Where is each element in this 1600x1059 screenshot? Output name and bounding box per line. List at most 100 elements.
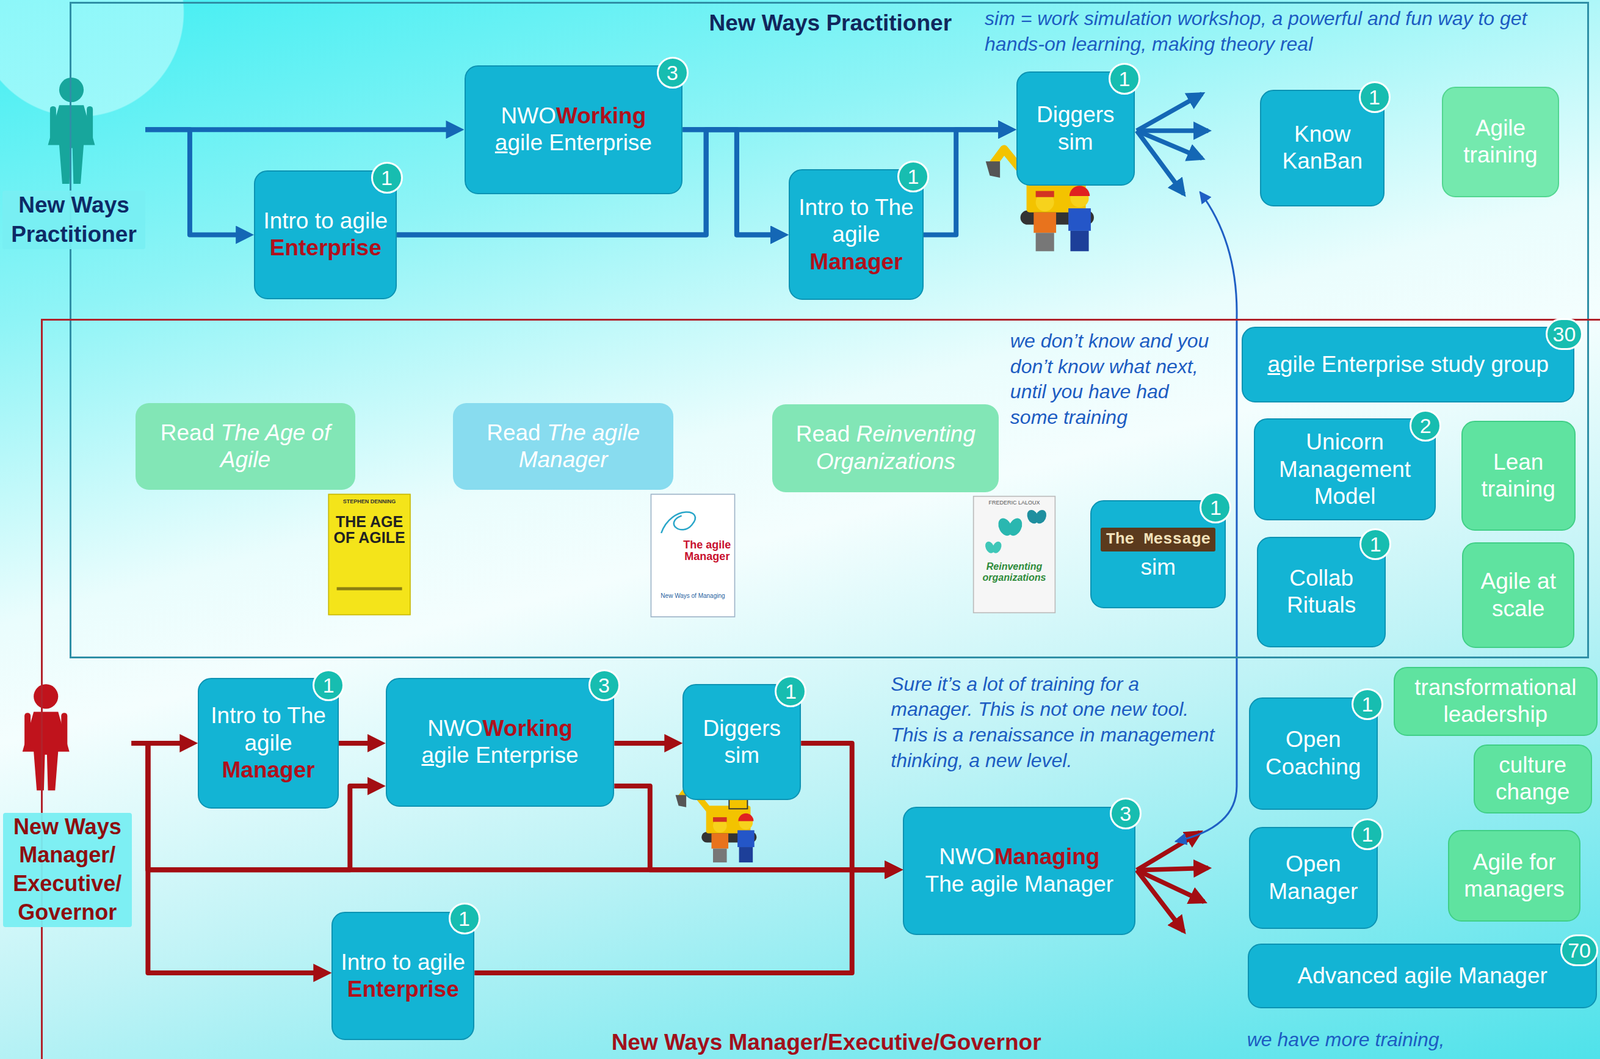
handwritten-note: sim = work simulation workshop, a powerf… [984, 6, 1536, 57]
box-label: sim [1140, 553, 1176, 581]
box-label: agile Enterprise [421, 741, 579, 769]
training-box: Lean training [1461, 420, 1576, 532]
box-label: Intro to agile [263, 207, 388, 235]
flow-arrow [800, 742, 897, 870]
box-label: Read [160, 419, 215, 447]
box-label: Enterprise [347, 975, 460, 1003]
handwritten-note: we have more training, [1247, 1026, 1585, 1053]
box-label: Read [796, 420, 850, 448]
box-label: Manager [222, 756, 315, 784]
text-row: ReadThe agile Manager [460, 419, 666, 474]
reading-box: ReadReinventing Organizations [772, 404, 999, 493]
box-label: Enterprise [269, 234, 382, 262]
box-label: The Message [1100, 527, 1216, 552]
book-author: STEPHEN DENNING [330, 498, 409, 505]
text-row: NWOWorking [501, 102, 647, 130]
callout-number: 70 [1560, 933, 1599, 966]
box-label: Intro to The agile [797, 194, 915, 249]
text-row: NWOWorking [427, 714, 573, 742]
process-box: Unicorn Management Model [1253, 418, 1436, 521]
box-label: Lean training [1470, 448, 1567, 504]
box-label: New Ways Manager/ Executive/ Governor [3, 812, 132, 927]
training-box: Agile for managers [1447, 829, 1581, 922]
text-row: NWOManaging [938, 843, 1100, 870]
training-box: Agile at scale [1462, 542, 1575, 649]
box-label: NWO [501, 103, 557, 129]
process-box: Intro to agileEnterprise [253, 170, 397, 300]
training-box: culture change [1473, 744, 1593, 814]
book-cover [328, 493, 411, 615]
flow-arrow [474, 869, 897, 973]
callout-number: 1 [448, 902, 481, 934]
box-label: NWO [938, 843, 994, 869]
box-label: agile Enterprise [495, 129, 652, 157]
box-label: Diggers sim [691, 714, 792, 770]
handwritten-note: Sure it’s a lot of training for a manage… [890, 671, 1223, 773]
person-icon [48, 77, 96, 184]
callout-number: 1 [1108, 62, 1141, 95]
flow-arrow [131, 742, 326, 973]
flow-arrow [145, 129, 248, 235]
box-label: Agile training [1451, 114, 1550, 170]
actor: New Ways Manager/ Executive/ Governor [3, 685, 132, 927]
callout-number: 1 [1199, 491, 1232, 524]
callout-number: 3 [1109, 797, 1142, 829]
handwritten-note: we don’t know and you don’t know what ne… [1010, 328, 1220, 430]
process-box: Intro to agileEnterprise [331, 911, 475, 1041]
box-label: Open Coaching [1258, 725, 1369, 781]
box-label: agile Enterprise study group [1267, 351, 1549, 378]
callout-number: 1 [1358, 81, 1391, 113]
box-label: Intro to The agile [206, 702, 330, 757]
fan-arrows [1136, 832, 1209, 931]
lane-title: New Ways Practitioner [709, 9, 953, 37]
box-label: Working [482, 715, 573, 741]
callout-number: 1 [371, 161, 403, 194]
box-label: Working [556, 103, 646, 129]
callout-number: 1 [897, 160, 930, 193]
box-label: The agile Manager [925, 870, 1115, 898]
box-label: New Ways Practitioner [2, 190, 146, 250]
box-label: Unicorn Management Model [1263, 428, 1427, 510]
book-cover [973, 496, 1056, 613]
box-label: Know KanBan [1269, 120, 1376, 176]
box-label: Open Manager [1258, 850, 1369, 905]
flow-arrow [614, 740, 677, 746]
box-label: Collab Rituals [1266, 564, 1377, 620]
flow-arrow [338, 740, 380, 746]
box-label: Manager [809, 248, 903, 276]
callout-number: 1 [312, 669, 345, 701]
book-cover [650, 493, 735, 617]
text-row: ReadReinventing Organizations [780, 420, 991, 475]
callout-number: 3 [656, 56, 689, 89]
actor: New Ways Practitioner [2, 73, 146, 250]
box-label: Read [486, 419, 541, 447]
book-subtitle: New Ways of Managing [653, 592, 732, 599]
callout-number: 30 [1545, 318, 1584, 350]
book-title: Reinventing organizations [975, 561, 1054, 583]
box-label: The Age of Agile [220, 419, 331, 472]
process-box: NWOWorkingagile Enterprise [385, 677, 615, 807]
reading-box: ReadThe Age of Agile [135, 402, 355, 490]
callout-number: 1 [774, 675, 807, 707]
callout-number: 1 [1351, 687, 1384, 720]
training-box: transformational leadership [1393, 666, 1598, 736]
box-label: Intro to agile [340, 948, 466, 976]
person-icon [22, 683, 70, 790]
text-row: ReadThe Age of Agile [143, 419, 347, 474]
callout-number: 1 [1351, 818, 1384, 850]
process-box: Intro to The agileManager [197, 677, 339, 809]
box-label: Diggers sim [1025, 101, 1126, 156]
training-box: Agile training [1441, 86, 1560, 198]
book-title: THE AGE OF AGILE [330, 513, 409, 546]
box-label: Managing [994, 843, 1101, 869]
box-label: Agile for managers [1457, 848, 1572, 903]
reading-box: ReadThe agile Manager [452, 402, 674, 490]
fan-arrows [1136, 94, 1209, 195]
box-label: transformational leadership [1402, 673, 1589, 729]
book-author: FREDERIC LALOUX [975, 499, 1054, 507]
process-box: Advanced agile Manager [1247, 943, 1597, 1009]
callout-number: 1 [1359, 528, 1392, 560]
callout-number: 3 [588, 669, 621, 701]
process-box: NWOWorkingagile Enterprise [464, 65, 684, 195]
